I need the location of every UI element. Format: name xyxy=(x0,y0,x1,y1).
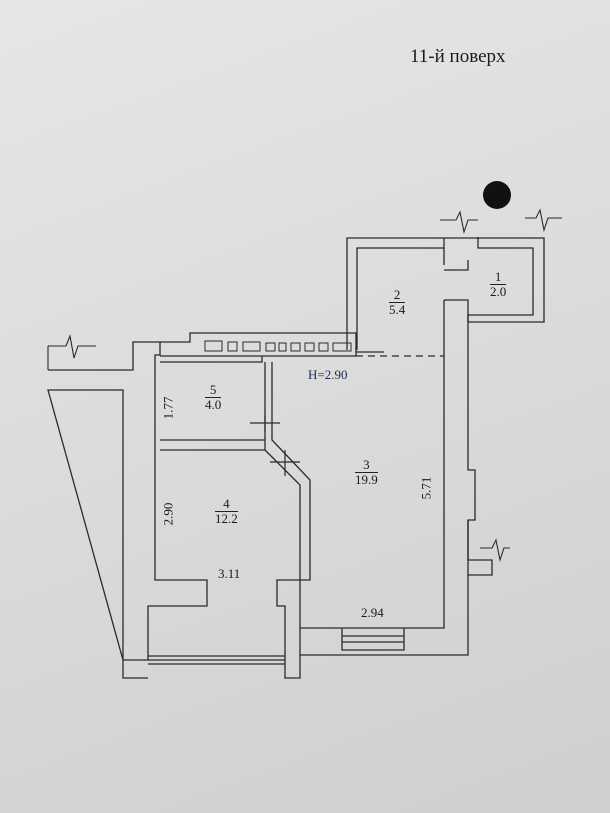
ceiling-height: H=2.90 xyxy=(308,367,348,382)
wall-bottom-center xyxy=(276,579,301,679)
room-4-label: 4 12.2 xyxy=(215,497,238,526)
equipment-1 xyxy=(204,340,223,352)
room-3-number: 3 xyxy=(355,458,378,473)
equipment-6 xyxy=(290,342,301,352)
room-2-number: 2 xyxy=(389,288,406,303)
dim-room3-length: 5.71 xyxy=(418,476,434,500)
wall-right xyxy=(305,300,476,656)
window-bottom-room3 xyxy=(341,628,405,651)
equipment-8 xyxy=(318,342,329,352)
door-room4 xyxy=(270,450,300,476)
room-2-area: 5.4 xyxy=(389,302,406,317)
room-5-number: 5 xyxy=(205,383,222,398)
equipment-4 xyxy=(265,342,276,352)
room-5-label: 5 4.0 xyxy=(205,383,222,412)
wall-top-corridor xyxy=(160,332,357,357)
break-line-right xyxy=(480,538,510,563)
break-line-top-left xyxy=(47,334,96,370)
wall-right-lower xyxy=(467,520,493,576)
room-4-area: 12.2 xyxy=(215,511,238,526)
wall-room4-room3 xyxy=(160,362,311,581)
equipment-2 xyxy=(227,341,238,352)
door-room5 xyxy=(250,415,280,432)
break-line-top-mid xyxy=(440,210,478,235)
room-1-area: 2.0 xyxy=(490,284,507,299)
room-5-area: 4.0 xyxy=(205,397,222,412)
break-line-top-right xyxy=(525,208,562,233)
dim-room4-width: 2.90 xyxy=(160,502,176,526)
equipment-3 xyxy=(242,341,261,352)
equipment-7 xyxy=(304,342,315,352)
room-4-number: 4 xyxy=(215,497,238,512)
room-3-label: 3 19.9 xyxy=(355,458,378,487)
outer-wall-left xyxy=(47,341,208,679)
floor-label: 11-й поверх xyxy=(410,46,506,67)
room-1-number: 1 xyxy=(490,270,507,285)
equipment-5 xyxy=(278,342,287,352)
room-1-label: 1 2.0 xyxy=(490,270,507,299)
equipment-9 xyxy=(332,342,352,352)
dim-room4-length: 3.11 xyxy=(218,566,241,581)
wall-top-corridor-inner xyxy=(160,356,263,363)
wall-room2 xyxy=(346,237,445,350)
dim-room5-width: 1.77 xyxy=(160,396,176,420)
wall-bottom-room3 xyxy=(300,627,305,656)
wall-room1-divider xyxy=(443,248,469,315)
room-2-label: 2 5.4 xyxy=(389,288,406,317)
room-3-area: 19.9 xyxy=(355,472,378,487)
window-bottom-left xyxy=(148,655,285,665)
black-blot xyxy=(483,181,511,209)
dim-room3-width: 2.94 xyxy=(361,605,384,620)
